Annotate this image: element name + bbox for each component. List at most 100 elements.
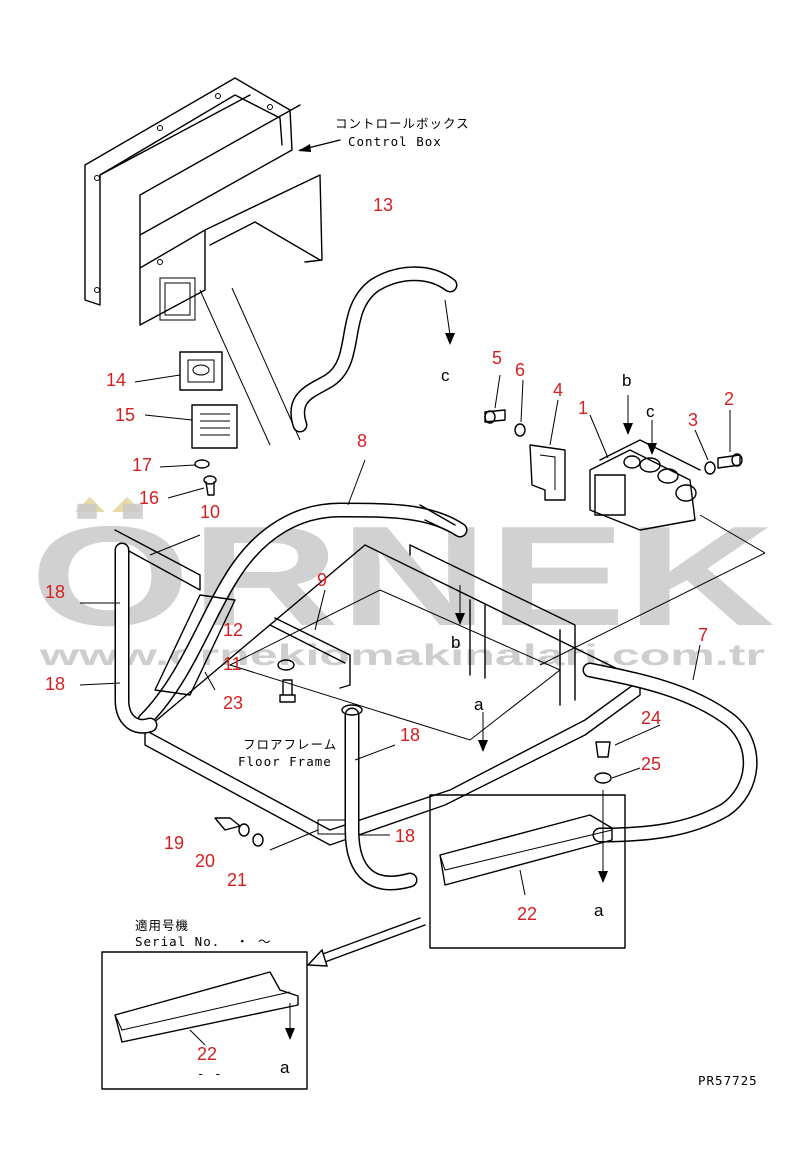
bolt-2 <box>717 453 743 469</box>
leader-22-inset <box>189 1029 206 1046</box>
inset-cover-22 <box>114 971 299 1043</box>
callout-9: 9 <box>317 570 327 590</box>
leader-24 <box>614 724 661 746</box>
letter-c-right: c <box>646 402 655 421</box>
callout-18c: 18 <box>400 725 420 745</box>
callout-4: 4 <box>553 380 563 400</box>
duct-1 <box>589 439 701 531</box>
control-box-side <box>84 94 251 306</box>
floor-frame-post <box>469 599 486 679</box>
callout-16: 16 <box>139 488 159 508</box>
callout-2: 2 <box>724 389 734 409</box>
hole <box>94 175 100 181</box>
callout-25: 25 <box>641 754 661 774</box>
inset-dash: - - <box>197 1066 223 1081</box>
leader-22 <box>519 869 526 896</box>
leader-6 <box>520 379 524 423</box>
leader-8 <box>347 459 366 506</box>
leader <box>699 514 766 554</box>
callout-22b: 22 <box>197 1044 217 1064</box>
serial-label-jp: 適用号機 <box>135 918 189 933</box>
serial-range: ・ 〜 <box>236 934 272 949</box>
letter-b-center: b <box>451 633 460 652</box>
leader <box>199 289 271 446</box>
bolt-16 <box>203 475 217 496</box>
letter-a-inset: a <box>280 1058 290 1077</box>
arrow-c <box>444 299 451 336</box>
cover-22 <box>439 814 613 886</box>
bracket-14 <box>179 351 223 391</box>
leader-10 <box>149 534 201 556</box>
control-box-outline <box>84 77 323 326</box>
callout-18a: 18 <box>45 582 65 602</box>
control-box-label-jp: コントロールボックス <box>335 116 470 131</box>
callout-21: 21 <box>227 870 247 890</box>
washer-21 <box>252 833 264 847</box>
watermark-url: www.ornekiomakinalari.com.tr <box>38 639 765 672</box>
duct-7 <box>582 662 758 843</box>
leader-17 <box>159 464 196 468</box>
bolt-19 <box>214 817 241 831</box>
arrow-head <box>478 740 488 752</box>
serial-label-en: Serial No. <box>135 934 220 949</box>
duct-18-center <box>341 704 418 891</box>
drawing-number: PR57725 <box>698 1073 758 1088</box>
arrow-head <box>285 1028 295 1040</box>
washer-3 <box>704 461 716 475</box>
callout-18b: 18 <box>45 674 65 694</box>
letter-c: c <box>441 366 450 385</box>
inset-arrow <box>306 917 426 967</box>
bolt-24 <box>595 741 611 758</box>
washer-20 <box>238 823 250 837</box>
leader-9 <box>314 589 326 631</box>
hole <box>157 259 163 265</box>
floor-frame-bar <box>409 544 576 701</box>
watermark-accent-right <box>112 497 142 512</box>
callout-3: 3 <box>688 410 698 430</box>
callout-13: 13 <box>373 195 393 215</box>
callout-11: 11 <box>223 654 242 674</box>
callout-14: 14 <box>106 370 126 390</box>
callout-8: 8 <box>357 431 367 451</box>
hole <box>157 125 163 131</box>
hole <box>215 93 221 99</box>
callout-24: 24 <box>641 708 661 728</box>
control-box <box>84 77 341 446</box>
floor-frame-edge <box>144 679 641 846</box>
hole <box>267 104 273 110</box>
callout-15: 15 <box>115 405 135 425</box>
callout-6: 6 <box>515 360 525 380</box>
bolt-5 <box>484 409 506 424</box>
floor-frame-label-en: Floor Frame <box>238 754 332 769</box>
detail-box <box>429 794 626 949</box>
watermark: ÖRNEK www.ornekiomakinalari.com.tr <box>30 497 775 672</box>
callout-20: 20 <box>195 851 215 871</box>
duct-8 <box>137 502 468 728</box>
arrow-head <box>623 423 633 435</box>
leader-23 <box>204 671 216 691</box>
control-box-inner <box>99 94 283 176</box>
control-box-edges <box>139 104 301 269</box>
washer-25 <box>594 772 612 784</box>
leader-18b <box>79 682 121 686</box>
leader-18c <box>354 744 396 761</box>
leader-4 <box>549 399 559 446</box>
arrow-head <box>298 144 311 152</box>
leader-15 <box>144 414 193 421</box>
watermark-accent-left <box>75 497 105 512</box>
duct-23 <box>154 594 236 696</box>
leader-25 <box>611 767 641 779</box>
letter-b-right: b <box>622 371 631 390</box>
letter-a-center: a <box>474 695 484 714</box>
callout-23: 23 <box>223 693 243 713</box>
callout-7: 7 <box>698 625 708 645</box>
callout-10: 10 <box>200 502 220 522</box>
hole <box>94 287 100 293</box>
duct-13 <box>290 266 458 433</box>
callout-19: 19 <box>164 833 184 853</box>
callout-17: 17 <box>132 455 152 475</box>
inset-box <box>101 951 308 1090</box>
watermark-brand: ÖRNEK <box>30 497 775 656</box>
